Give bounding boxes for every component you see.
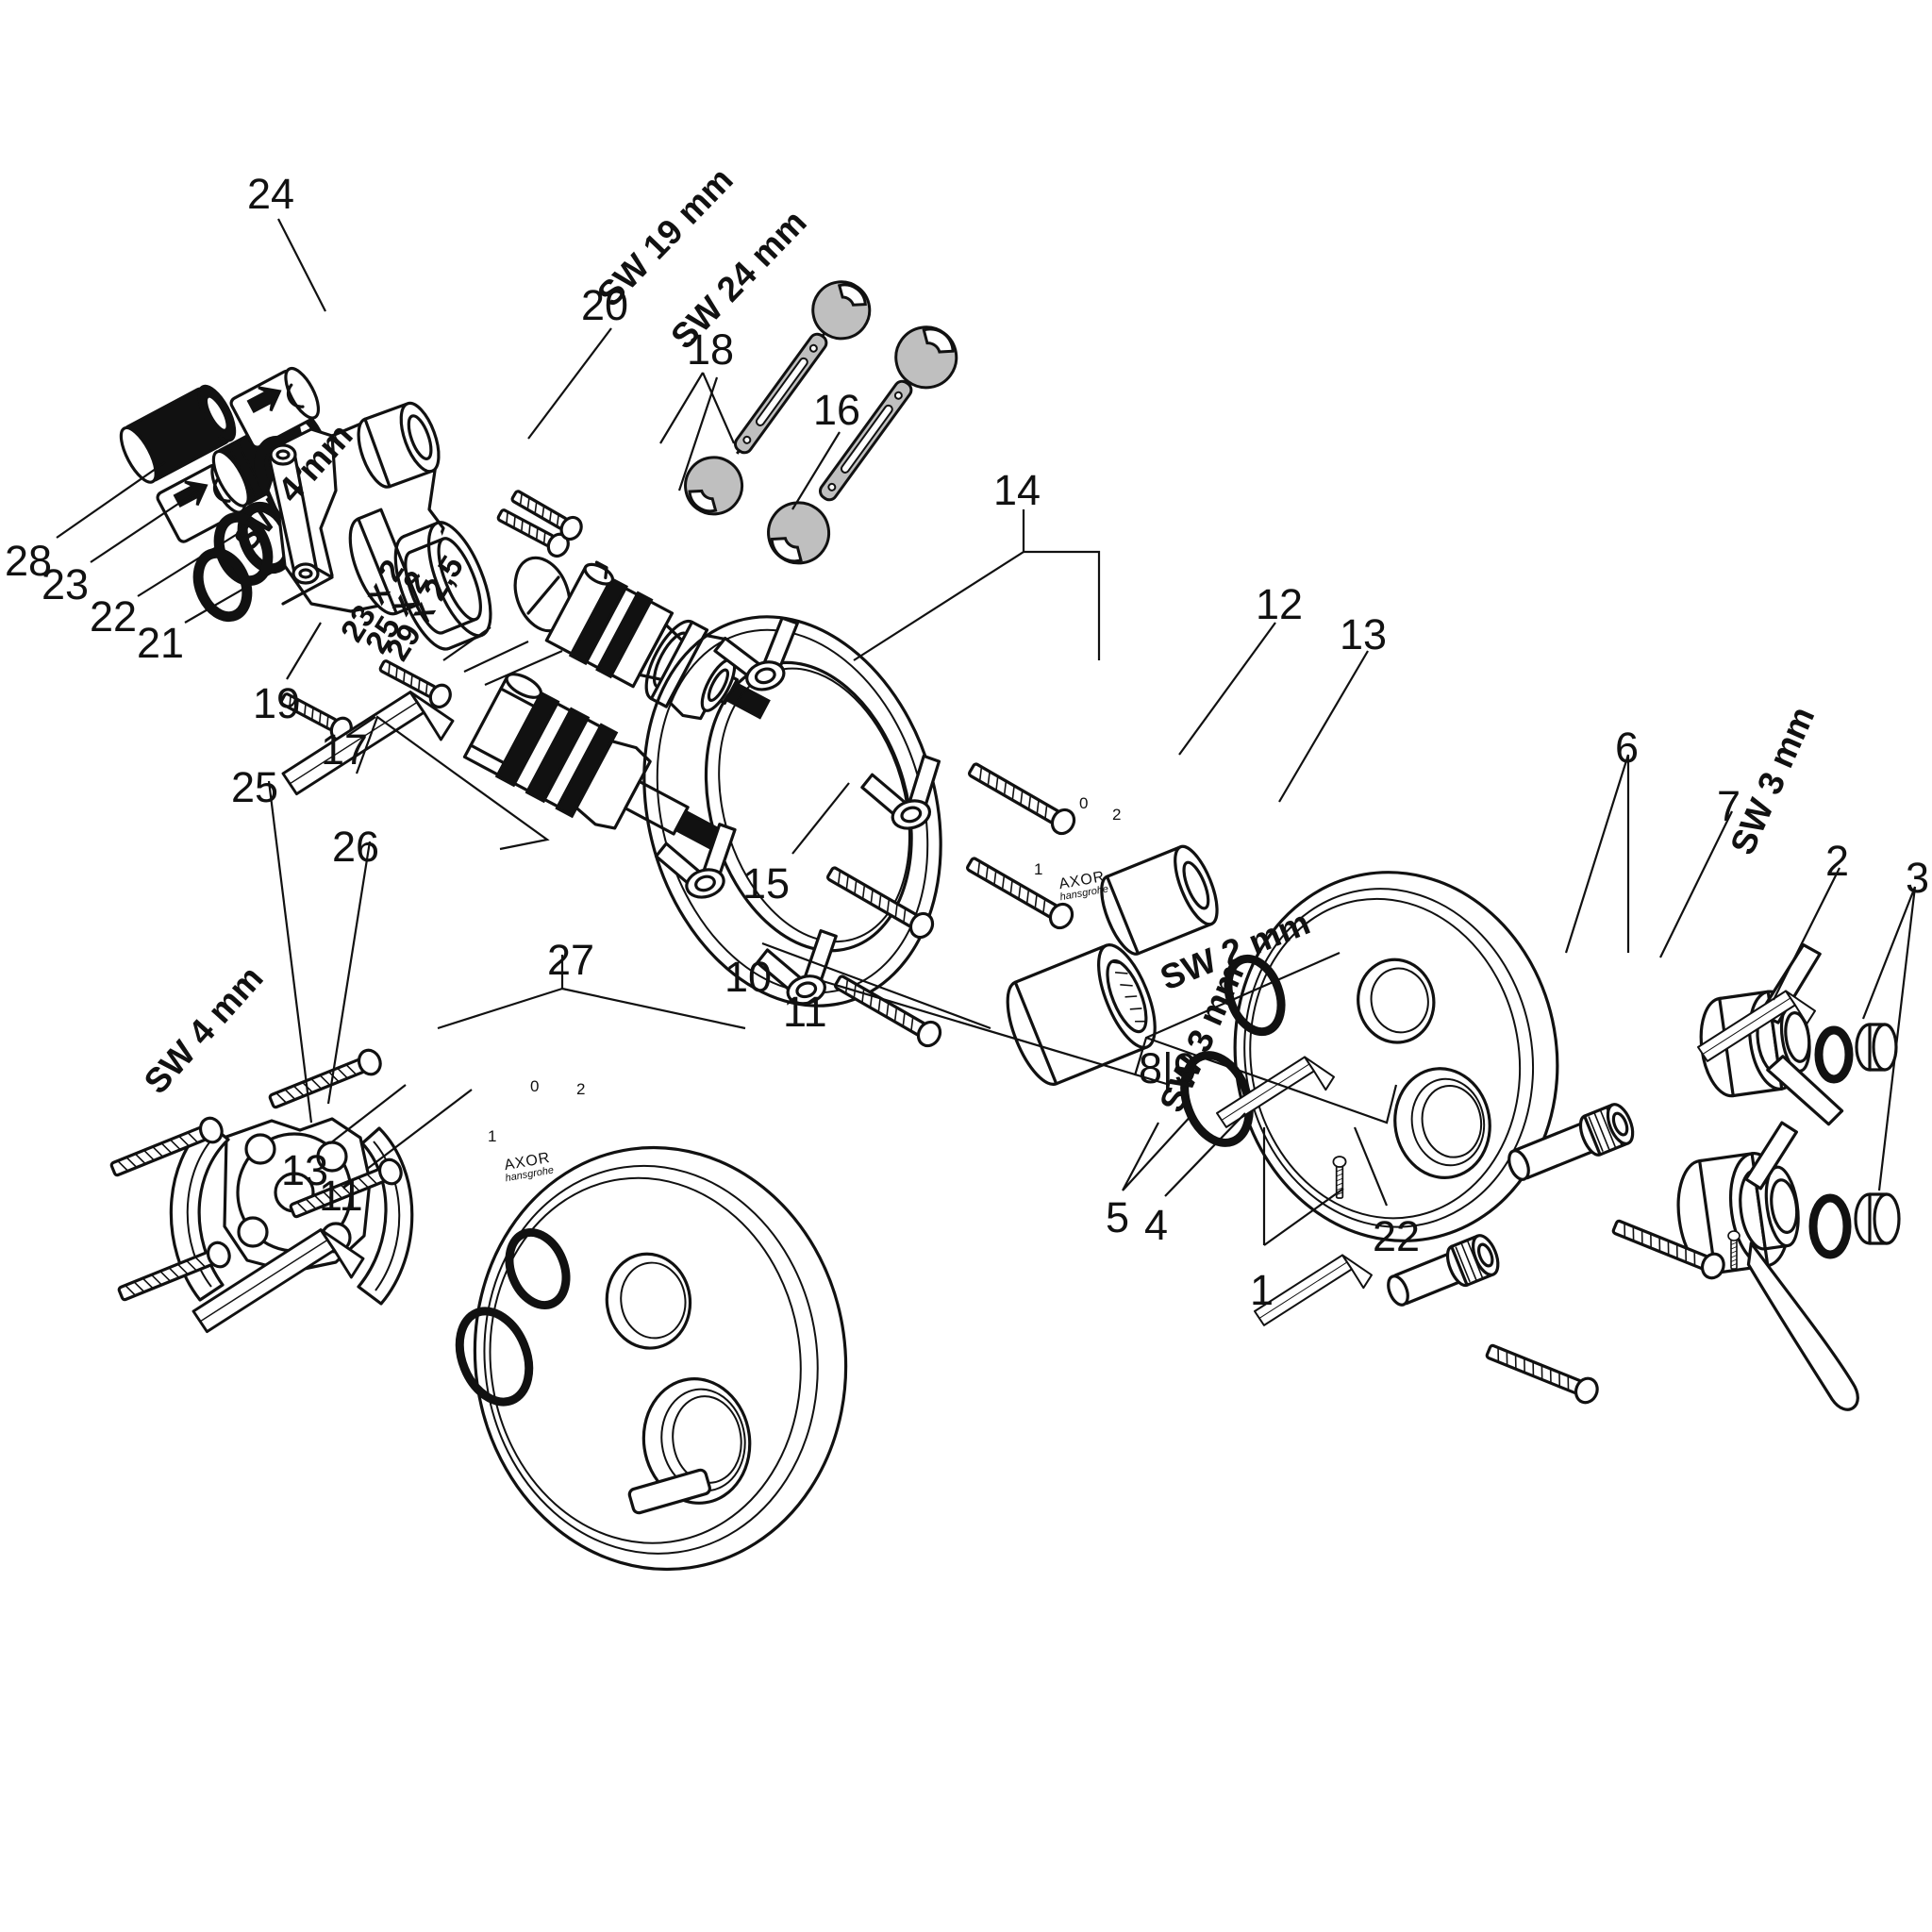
- part-number-18: 18: [687, 325, 735, 374]
- plate-mark-m1_bot: 1: [488, 1127, 497, 1145]
- part-number-19: 19: [253, 679, 301, 727]
- handle-assembly-lower: [1676, 1121, 1859, 1411]
- plate-mark-m2_top: 2: [1112, 806, 1122, 824]
- part-number-6: 6: [1615, 724, 1640, 772]
- oring-right-a: [1814, 1025, 1854, 1084]
- screw-15-d: [829, 969, 946, 1052]
- upper-left-cartridges: [119, 366, 329, 623]
- part-number-22: 22: [90, 592, 138, 641]
- cap-3-lower: [1854, 1192, 1901, 1245]
- part-number-13: 13: [1340, 610, 1388, 658]
- wall-bracket-assembly: [107, 1045, 414, 1307]
- part-number-12: 12: [1256, 580, 1304, 628]
- valve-body-housing: [266, 401, 574, 745]
- screw-7b: [1482, 1338, 1603, 1407]
- part-number-20: 20: [581, 281, 629, 329]
- mounting-ring-assembly: [642, 615, 942, 1008]
- part-number-15: 15: [742, 859, 791, 908]
- wrench-sw19: [684, 280, 872, 516]
- part-number-27: 27: [547, 936, 595, 984]
- oring-13-upper: [1224, 954, 1286, 1037]
- part-number-17: 17: [321, 725, 369, 774]
- part-number-11: 11: [319, 1172, 363, 1220]
- oring-11-lower: [455, 1307, 534, 1407]
- part-number-26: 26: [332, 823, 380, 871]
- part-number-24: 24: [247, 170, 295, 218]
- wrench-sw24: [767, 325, 958, 565]
- leader-lines: [56, 218, 1917, 1246]
- part-number-13: 13: [281, 1146, 329, 1194]
- plate-mark-m1_top: 1: [1034, 860, 1043, 878]
- part-number-3: 3: [1906, 854, 1930, 902]
- part-number-11: 11: [783, 988, 827, 1036]
- part-number-10: 10: [724, 953, 773, 1001]
- part-number-25: 25: [231, 763, 279, 811]
- spacer-sleeve-6b: [1387, 1234, 1500, 1307]
- part-number-14: 14: [993, 466, 1041, 514]
- spacer-sleeve-6a: [1507, 1103, 1635, 1181]
- screw-15-a: [963, 757, 1080, 840]
- part-number-8-9: 8|9: [1139, 1044, 1197, 1092]
- part-number-16: 16: [813, 386, 861, 434]
- part-number-21: 21: [137, 619, 185, 667]
- oring-13-lower: [505, 1227, 571, 1310]
- part-number-4: 4: [1144, 1201, 1169, 1249]
- part-number-5: 5: [1106, 1193, 1130, 1241]
- part-number-7: 7: [1717, 782, 1741, 830]
- part-number-28: 28: [5, 537, 53, 585]
- escutcheon-plate-upper: [1233, 871, 1559, 1242]
- part-number-1: 1: [1250, 1266, 1274, 1314]
- plate-mark-m2_bot: 2: [576, 1080, 586, 1098]
- plate-mark-m0_bot: 0: [530, 1077, 540, 1095]
- cap-3-upper: [1855, 1023, 1898, 1072]
- plate-mark-m0_top: 0: [1079, 794, 1089, 812]
- part-number-22: 22: [1373, 1212, 1421, 1260]
- oring-right-b: [1808, 1193, 1852, 1259]
- part-number-23: 23: [42, 560, 90, 608]
- escutcheon-plate-lower: [473, 1145, 848, 1572]
- thermostatic-cartridge-upper: [544, 560, 771, 720]
- extension-sleeve-12: [1100, 844, 1219, 956]
- part-number-2: 2: [1825, 837, 1850, 885]
- thermostatic-cartridge-lower: [462, 673, 724, 852]
